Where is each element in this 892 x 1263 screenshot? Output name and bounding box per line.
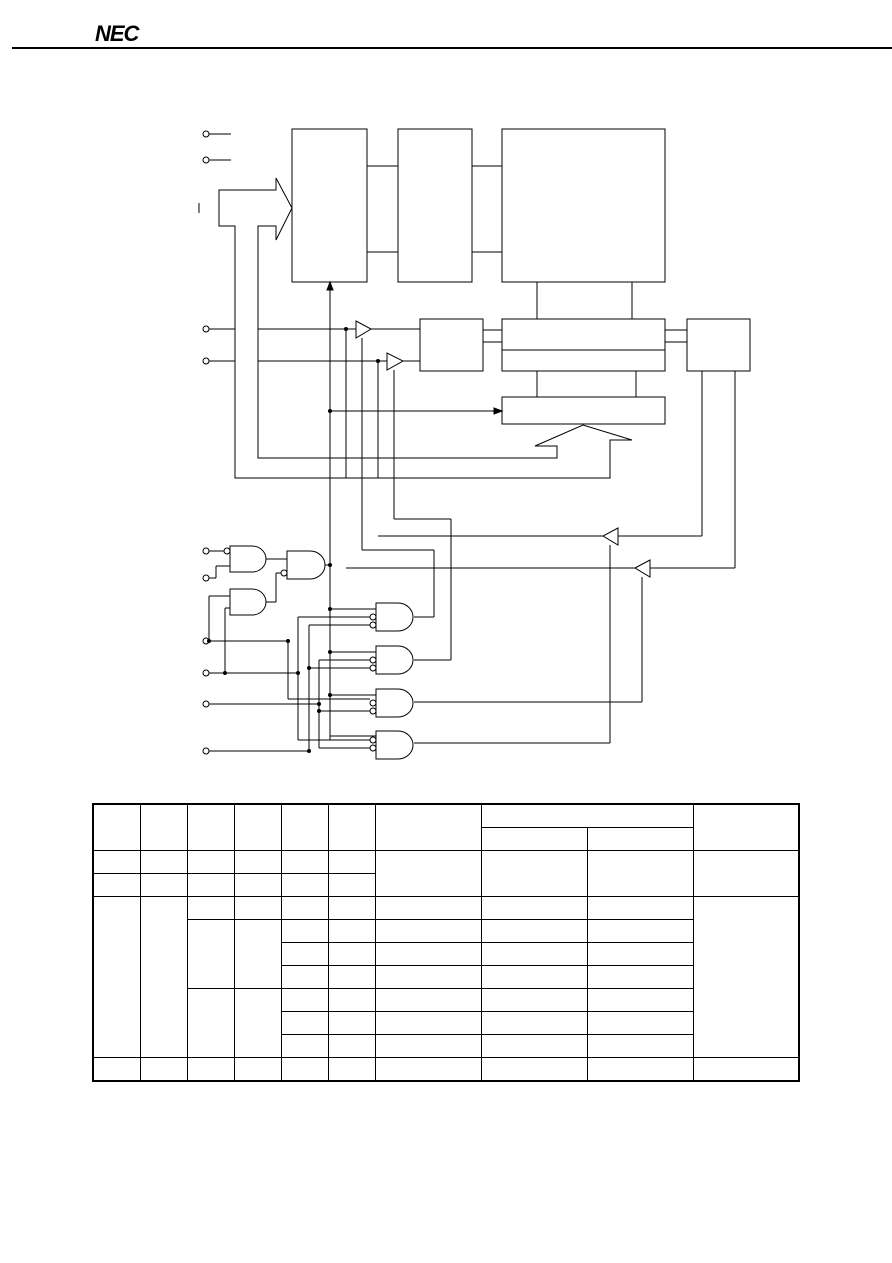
buffer-upper	[355, 320, 373, 339]
block-decoder	[397, 128, 473, 283]
and-gate-1	[229, 545, 267, 573]
block-address-buffer	[291, 128, 368, 283]
table-row	[93, 827, 799, 851]
table-row	[92, 803, 800, 851]
truth-table	[92, 803, 800, 1082]
and-gate-3	[286, 550, 326, 580]
nec-logo: NEC	[95, 21, 139, 46]
table-row	[93, 1011, 799, 1035]
table-row	[93, 942, 799, 966]
pin-6	[202, 574, 210, 582]
and-gate-7	[375, 730, 414, 760]
buffer-lower	[386, 352, 405, 371]
pin-4	[202, 357, 210, 365]
address-bus-arrow	[218, 177, 633, 479]
block-io-buffer	[686, 318, 751, 372]
table-row	[92, 896, 800, 1058]
pin-5	[202, 547, 210, 555]
table-row	[92, 850, 800, 897]
pin-3	[202, 325, 210, 333]
block-control	[419, 318, 484, 372]
buffer-output-upper	[601, 527, 619, 546]
and-gate-5	[375, 645, 414, 675]
block-diagram	[198, 128, 751, 760]
pin-1	[202, 130, 210, 138]
and-gate-4	[375, 602, 414, 632]
header-rule	[12, 47, 892, 49]
and-gate-6	[375, 688, 414, 718]
pin-10	[202, 747, 210, 755]
page-header: NEC	[0, 0, 892, 52]
buffer-output-lower	[633, 559, 651, 578]
pin-9	[202, 700, 210, 708]
table-row	[93, 965, 799, 989]
table-row	[92, 1057, 800, 1082]
block-column-decoder	[501, 396, 666, 425]
and-gate-2	[229, 588, 267, 616]
block-sense-amp	[501, 318, 666, 372]
pin-2	[202, 156, 210, 164]
table-row	[93, 1034, 799, 1058]
block-memory-array	[501, 128, 666, 283]
pin-8	[202, 669, 210, 677]
